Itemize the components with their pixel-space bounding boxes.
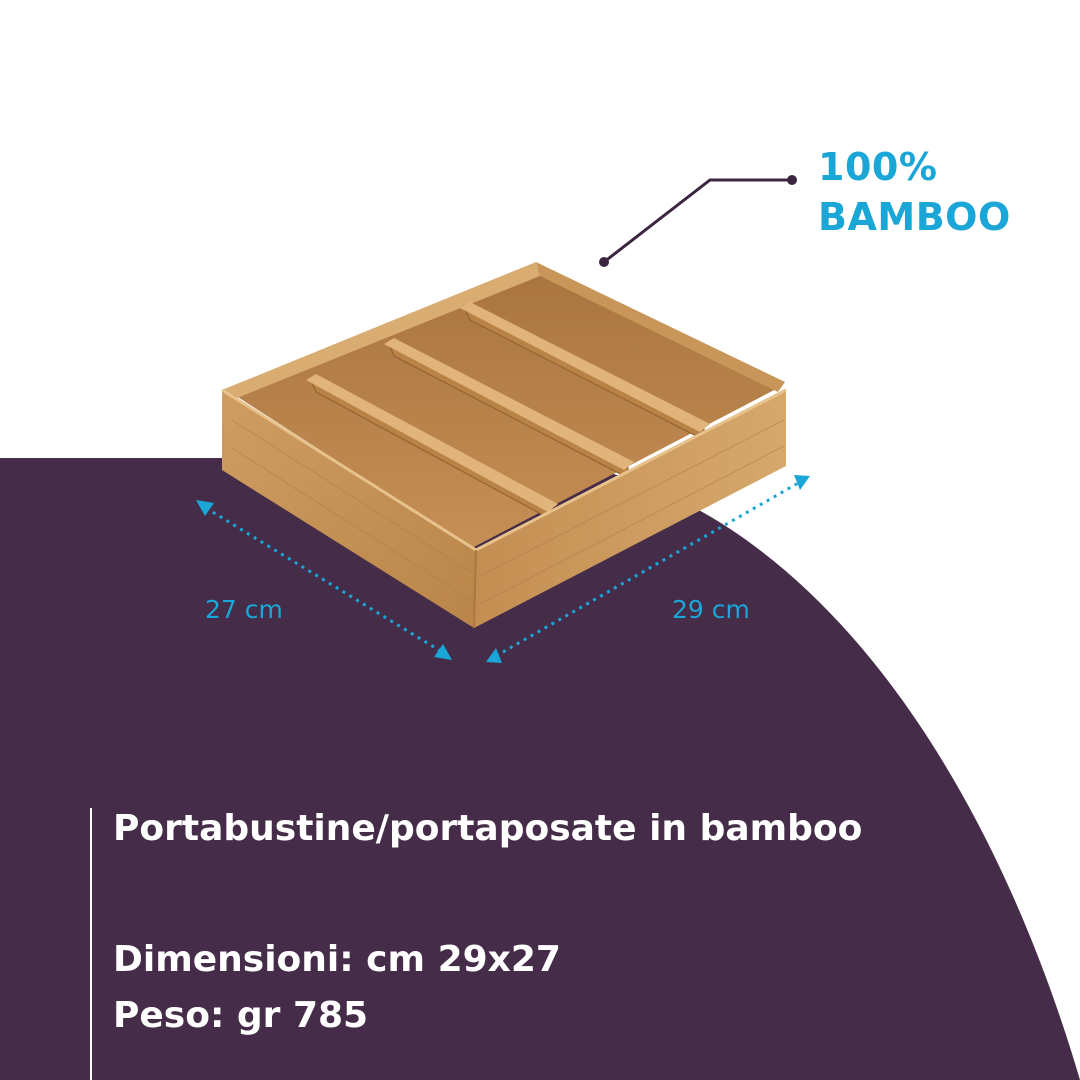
text-divider-line — [90, 808, 92, 1080]
width-label: 29 cm — [672, 595, 750, 624]
badge-percent: 100% — [818, 145, 938, 189]
bamboo-tray — [221, 262, 787, 629]
bamboo-badge: 100% BAMBOO — [818, 142, 1011, 242]
purple-panel — [0, 458, 1080, 1080]
product-title: Portabustine/portaposate in bamboo — [113, 808, 863, 849]
product-dimensions: Dimensioni: cm 29x27 — [113, 939, 561, 980]
product-weight: Peso: gr 785 — [113, 995, 369, 1036]
badge-leader-line — [599, 175, 797, 267]
badge-material: BAMBOO — [818, 195, 1011, 239]
dimension-arrow-width — [486, 475, 810, 663]
depth-label: 27 cm — [205, 595, 283, 624]
product-info: Portabustine/portaposate in bamboo Dimen… — [113, 806, 862, 1044]
dimension-arrow-depth — [196, 500, 452, 660]
